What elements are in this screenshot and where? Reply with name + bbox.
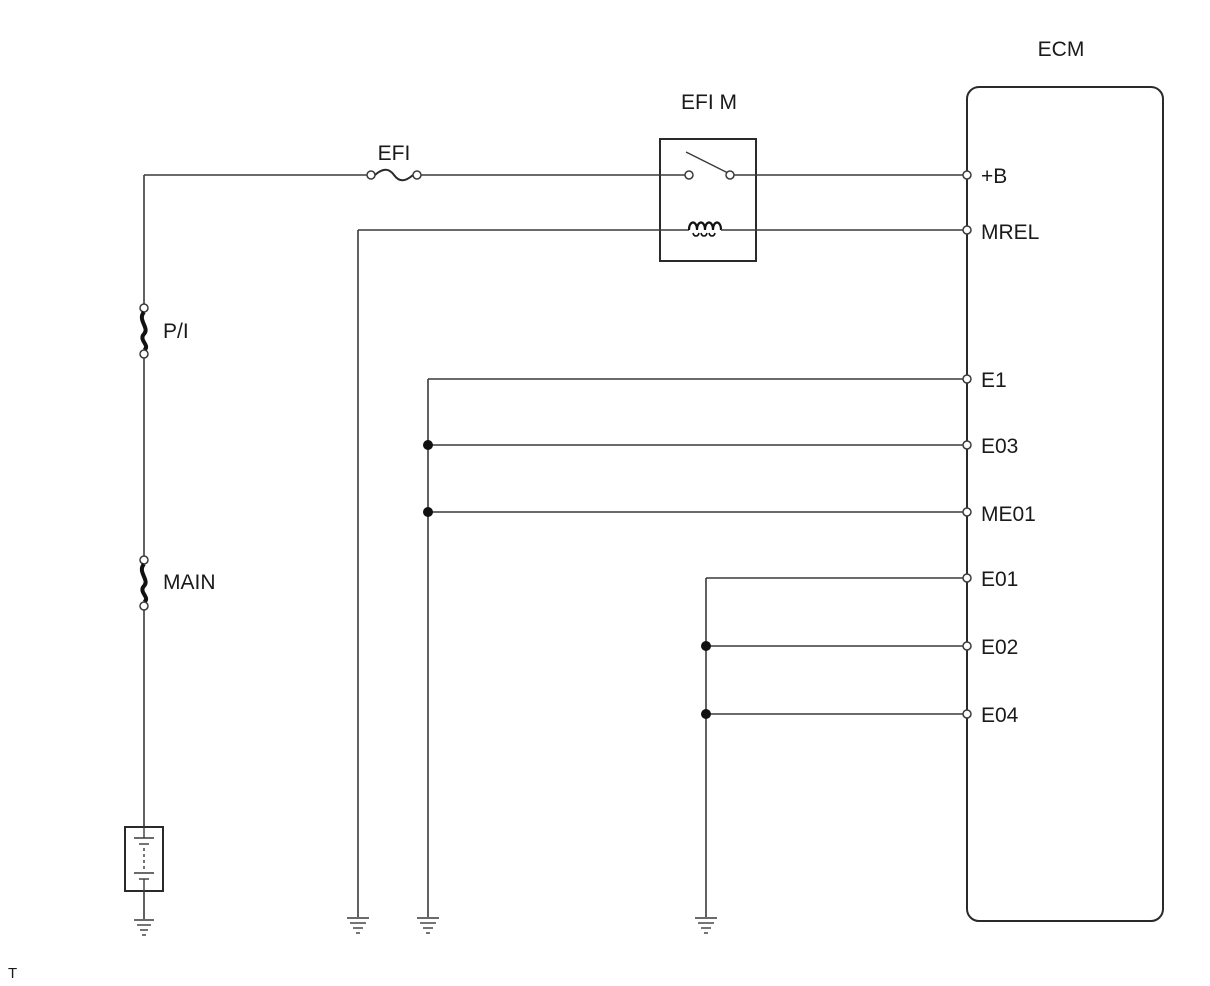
junction-dot — [423, 440, 433, 450]
main-fusible-link: MAIN — [139, 555, 216, 611]
ecm-terminal-plus-b: +B — [962, 165, 1007, 188]
efi-fuse-label: EFI — [378, 142, 411, 165]
switch-icon — [685, 151, 729, 174]
terminal-label: +B — [981, 165, 1007, 188]
battery-icon — [124, 826, 164, 892]
efi-m-label: EFI M — [681, 91, 737, 114]
efi-fuse-terminal-right — [412, 170, 422, 180]
terminal-label: ME01 — [981, 503, 1036, 526]
terminal-label: E01 — [981, 568, 1018, 591]
ground-icon — [347, 917, 369, 934]
ground-icon — [134, 919, 154, 936]
main-label: MAIN — [163, 571, 216, 594]
ecm-terminal-e01: E01 — [962, 568, 1018, 591]
ecm-terminal-mrel: MREL — [962, 221, 1039, 244]
terminal-label: MREL — [981, 221, 1039, 244]
pi-terminal-bottom — [139, 349, 149, 359]
terminal-label: E02 — [981, 636, 1018, 659]
main-terminal-top — [139, 555, 149, 565]
terminal-label: E1 — [981, 369, 1007, 392]
ecm-terminal-e03: E03 — [962, 435, 1018, 458]
relay-body — [659, 138, 757, 262]
pi-terminal-top — [139, 303, 149, 313]
fuse-icon — [374, 168, 414, 182]
junction-dot — [701, 641, 711, 651]
relay-contact-left — [684, 170, 694, 180]
pi-label: P/I — [163, 320, 189, 343]
ecm-terminal-e02: E02 — [962, 636, 1018, 659]
battery-supply-circuit: P/I MAIN — [124, 174, 368, 936]
main-fuse-element — [139, 562, 149, 604]
terminal-label: E04 — [981, 704, 1019, 727]
junction-dot — [423, 507, 433, 517]
relay-contact-right — [725, 170, 735, 180]
ecm: ECM — [966, 38, 1164, 922]
diagram-code: T — [8, 965, 17, 982]
pi-fuse-element — [139, 310, 149, 352]
ecm-body — [966, 86, 1164, 922]
efi-fuse-terminal-left — [366, 170, 376, 180]
main-terminal-bottom — [139, 601, 149, 611]
pi-fusible-link: P/I — [139, 303, 189, 359]
ground-icon — [417, 917, 439, 934]
ground-icon — [695, 917, 717, 934]
ecm-terminal-me01: ME01 — [962, 503, 1036, 526]
terminal-label: E03 — [981, 435, 1018, 458]
ecm-label: ECM — [1038, 38, 1085, 61]
ecm-terminal-e04: E04 — [962, 704, 1019, 727]
efi-fuse: EFI — [366, 142, 422, 182]
junction-dot — [701, 709, 711, 719]
relay-coil-icon — [660, 221, 756, 237]
ecm-terminal-e1: E1 — [962, 369, 1007, 392]
efi-m-relay: EFI M — [659, 91, 757, 262]
